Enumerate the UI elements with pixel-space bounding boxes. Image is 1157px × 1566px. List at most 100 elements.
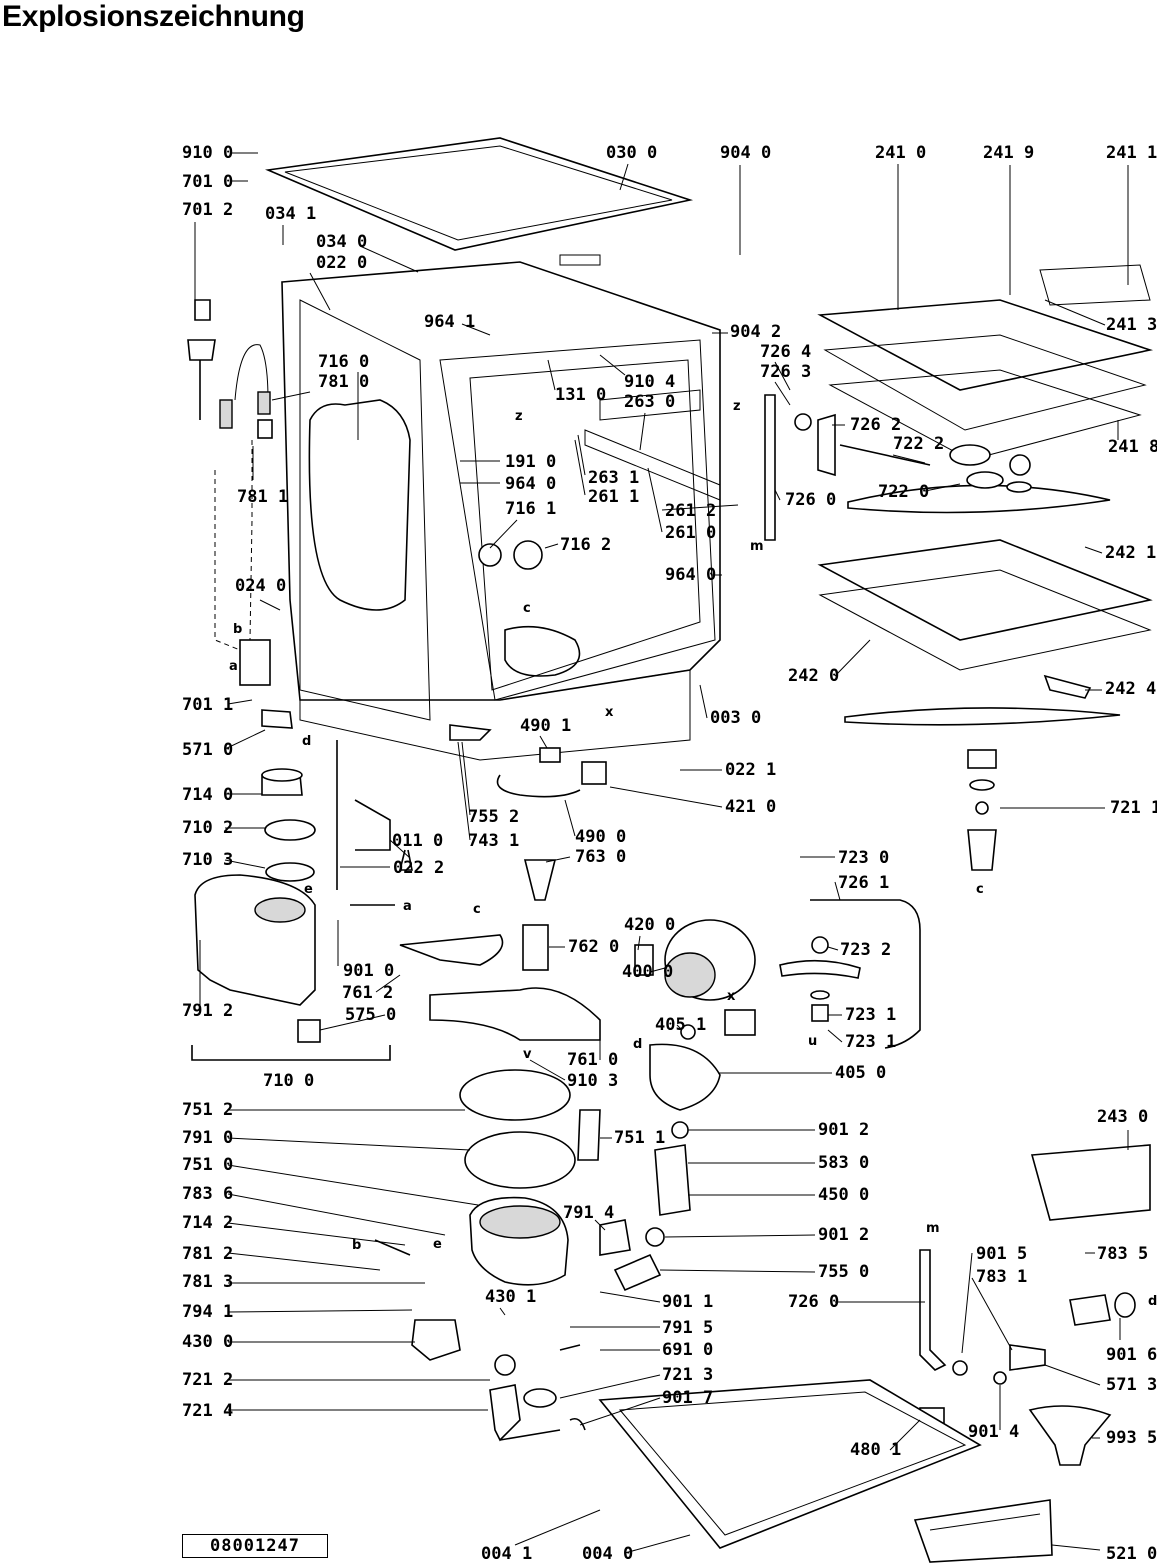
part-label-430-1: 430 1 (485, 1287, 536, 1307)
part-label-714-2: 714 2 (182, 1213, 233, 1233)
leader-line-430-1 (499, 1307, 506, 1316)
part-label-701-0: 701 0 (182, 172, 233, 192)
part-label-261-2: 261 2 (665, 501, 716, 521)
nut-722-0 (1009, 454, 1031, 476)
part-label-131-0: 131 0 (555, 385, 606, 405)
lower-rack-242-base (818, 569, 1152, 671)
motor-400-face (664, 952, 716, 998)
part-label-571-0: 571 0 (182, 740, 233, 760)
part-label-034-1: 034 1 (265, 204, 316, 224)
part-label-701-2: 701 2 (182, 200, 233, 220)
part-label-420-0: 420 0 (624, 915, 675, 935)
leader-line-004-0 (624, 1534, 691, 1554)
leader-line-755-0 (659, 1269, 816, 1273)
tub-frame (281, 261, 721, 701)
letter-marker-e: e (433, 1237, 442, 1252)
part-label-191-0: 191 0 (505, 452, 556, 472)
part-label-726-0: 726 0 (785, 490, 836, 510)
part-label-964-0: 964 0 (665, 565, 716, 585)
leader-line-030-0 (619, 163, 629, 191)
letter-marker-e: e (304, 882, 313, 897)
part-label-030-0: 030 0 (606, 143, 657, 163)
letter-marker-a: a (403, 899, 412, 914)
part-label-791-4: 791 4 (563, 1203, 614, 1223)
part-label-783-5: 783 5 (1097, 1244, 1148, 1264)
capacitor-420 (634, 944, 654, 976)
part-label-263-1: 263 1 (588, 468, 639, 488)
part-x-box (724, 1009, 756, 1036)
letter-marker-u: u (808, 1034, 817, 1049)
leader-line-722-0 (924, 483, 961, 492)
tub-front-opening (439, 339, 716, 701)
bearing-721-1 (967, 749, 997, 769)
leader-line-261-2 (661, 504, 739, 511)
washer-721-1 (975, 801, 989, 815)
clamp-901-2b (645, 1227, 665, 1247)
letter-marker-x: x (727, 989, 736, 1004)
part-label-901-2: 901 2 (818, 1225, 869, 1245)
leader-line-710-3 (224, 859, 266, 869)
leader-line-261-1 (574, 439, 586, 496)
rail-261 (584, 429, 721, 501)
part-label-405-1: 405 1 (655, 1015, 706, 1035)
cup-shelf-241-1 (1039, 264, 1151, 306)
leader-line-910-3 (529, 1059, 566, 1081)
part-label-761-0: 761 0 (567, 1050, 618, 1070)
part-label-003-0: 003 0 (710, 708, 761, 728)
part-label-024-0: 024 0 (235, 576, 286, 596)
part-label-910-0: 910 0 (182, 143, 233, 163)
spray-arm-upper-722 (847, 484, 1111, 514)
part-label-762-0: 762 0 (568, 937, 619, 957)
leader-line-716-1 (489, 519, 518, 549)
part-label-901-5: 901 5 (976, 1244, 1027, 1264)
letter-marker-x: x (605, 705, 614, 720)
part-label-710-0: 710 0 (263, 1071, 314, 1091)
leader-line-571-3 (1044, 1364, 1101, 1386)
stopper-904 (559, 254, 601, 266)
leader-line-400-0 (649, 967, 666, 973)
part-label-763-0: 763 0 (575, 847, 626, 867)
part-label-521-0: 521 0 (1106, 1544, 1157, 1564)
spray-tube-722-2 (839, 444, 931, 466)
upper-rack-241-base (828, 369, 1142, 461)
diagram-artwork (187, 137, 1154, 1563)
tub-inner (469, 359, 701, 691)
leader-line-261-0 (647, 467, 663, 533)
hose-755 (613, 1253, 662, 1292)
washer-901-4 (993, 1371, 1007, 1385)
leader-line-714-2 (227, 1222, 406, 1246)
letter-marker-d: d (1148, 1294, 1157, 1309)
wheel-726-3 (794, 413, 812, 431)
leader-line-701-1 (227, 699, 253, 705)
softener-710 (194, 874, 316, 1006)
leader-line-901-2 (664, 1234, 816, 1238)
leader-line-755-2 (461, 741, 471, 816)
part-label-400-0: 400 0 (622, 962, 673, 982)
part-label-755-0: 755 0 (818, 1262, 869, 1282)
leader-line-901-1 (599, 1291, 661, 1303)
part-label-723-1: 723 1 (845, 1032, 896, 1052)
part-label-791-5: 791 5 (662, 1318, 713, 1338)
oring-722-0 (1006, 481, 1032, 493)
part-label-751-1: 751 1 (614, 1128, 665, 1148)
sump-opening (504, 625, 581, 677)
spring-781-a (219, 399, 233, 429)
part-label-726-1: 726 1 (838, 873, 889, 893)
screw-011 (398, 849, 413, 871)
part-label-901-6: 901 6 (1106, 1345, 1157, 1365)
leader-line-751-0 (227, 1164, 479, 1206)
part-label-716-1: 716 1 (505, 499, 556, 519)
gasket-751-2 (459, 1069, 571, 1121)
part-label-241-3: 241 3 (1106, 315, 1157, 335)
part-label-710-2: 710 2 (182, 818, 233, 838)
letter-marker-b: b (233, 622, 242, 637)
letter-marker-z: z (733, 399, 741, 414)
part-label-751-2: 751 2 (182, 1100, 233, 1120)
part-label-241-1: 241 1 (1106, 143, 1157, 163)
part-label-241-8: 241 8 (1108, 437, 1157, 457)
clamp-901-5 (952, 1360, 968, 1376)
hose-781 (234, 344, 269, 401)
part-label-022-0: 022 0 (316, 253, 367, 273)
leader-line-034-0 (359, 245, 419, 273)
letter-marker-c: c (523, 601, 531, 616)
